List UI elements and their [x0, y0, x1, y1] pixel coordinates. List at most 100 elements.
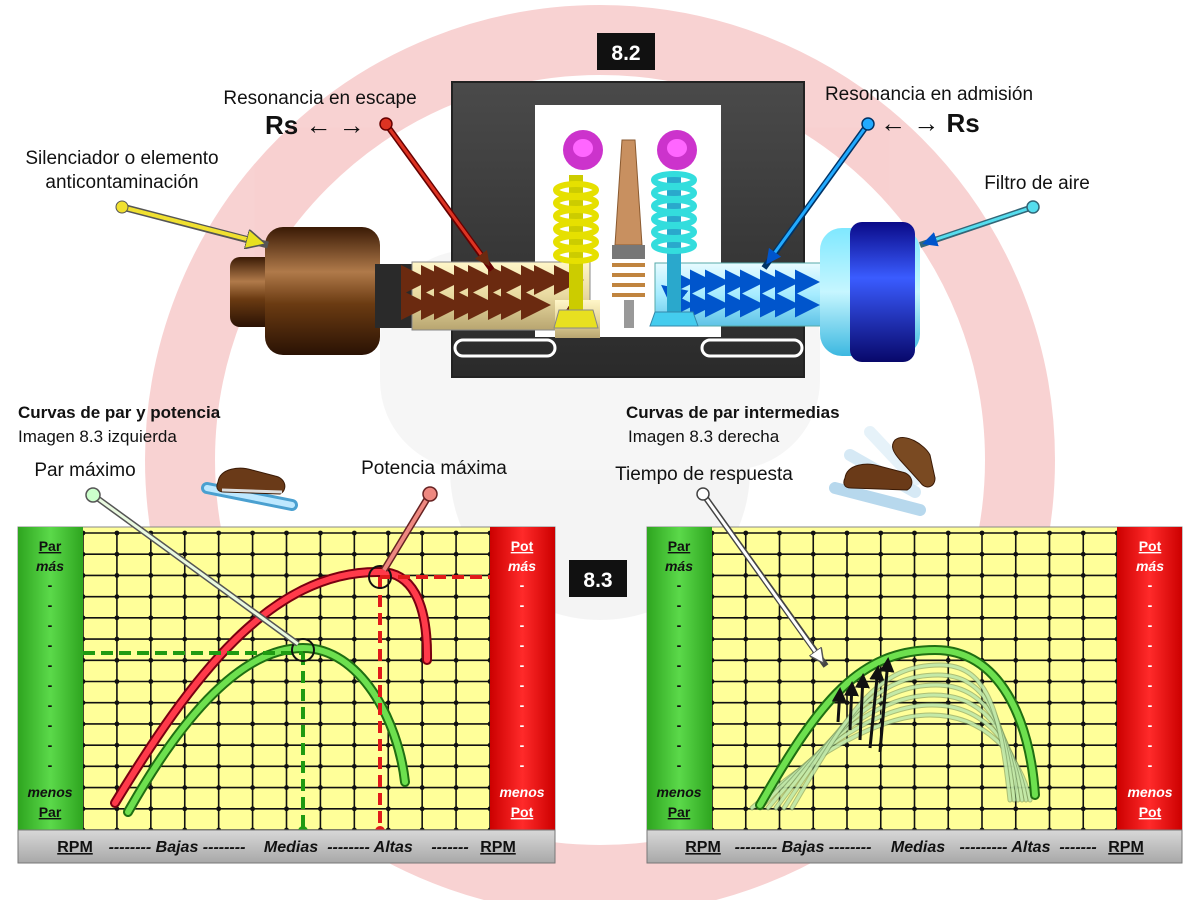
grid-node — [419, 530, 425, 536]
grid-node — [844, 742, 850, 748]
grid-node — [419, 806, 425, 812]
grid-node — [777, 721, 782, 727]
grid-node — [318, 679, 323, 684]
grid-node — [743, 657, 749, 663]
grid-node — [878, 615, 884, 621]
grid-node — [743, 679, 749, 684]
side-dash: - — [1148, 617, 1153, 633]
air-filter-icon — [820, 222, 920, 362]
grid-node — [250, 573, 255, 578]
grid-node — [844, 530, 850, 536]
grid-node — [743, 742, 749, 748]
grid-node — [1080, 636, 1086, 642]
right-chart-right-side-labels: Pot más menos Pot ---------- — [1127, 538, 1172, 820]
grid-node — [114, 615, 120, 621]
grid-node — [743, 721, 749, 727]
response-arrow — [854, 673, 870, 741]
side-dash: - — [520, 717, 525, 733]
grid-node — [453, 615, 459, 621]
svg-text:menos: menos — [27, 784, 72, 800]
grid-node — [743, 763, 749, 769]
grid-node — [318, 551, 323, 557]
svg-text:más: más — [665, 558, 693, 574]
side-dash: - — [48, 697, 53, 713]
svg-text:Par: Par — [668, 538, 691, 554]
side-dash: - — [48, 577, 53, 593]
grid-node — [1013, 551, 1019, 557]
grid-node — [148, 806, 154, 812]
intake-valve-icon — [649, 130, 699, 327]
grid-node — [351, 806, 357, 812]
grid-node — [945, 742, 951, 748]
grid-node — [284, 573, 289, 578]
grid-node — [148, 679, 154, 684]
side-dash: - — [48, 757, 53, 773]
grid-node — [1013, 657, 1019, 663]
grid-node — [114, 700, 120, 706]
grid-node — [148, 657, 154, 663]
grid-node — [419, 742, 425, 748]
grid-node — [777, 615, 782, 621]
grid-node — [878, 594, 884, 600]
left-chart-power-curve-highlight — [112, 568, 431, 806]
grid-node — [114, 573, 120, 578]
left-chart-power-panel — [490, 527, 555, 830]
grid-node — [250, 679, 255, 684]
grid-node — [945, 806, 951, 812]
grid-node — [810, 615, 816, 621]
side-dash: - — [1148, 637, 1153, 653]
side-dash: - — [520, 737, 525, 753]
grid-node — [878, 763, 884, 769]
grid-node — [844, 657, 850, 663]
grid-node — [1013, 636, 1019, 642]
exhaust-rs: Rs ← → — [265, 110, 365, 140]
grid-node — [182, 530, 188, 536]
spark-plug-icon — [612, 139, 645, 328]
grid-node — [1080, 742, 1086, 748]
grid-node — [216, 785, 222, 790]
intermediate-curve — [790, 663, 1012, 810]
grid-node — [385, 530, 391, 536]
grid-node — [284, 551, 289, 557]
grid-node — [453, 785, 459, 790]
grid-node — [945, 594, 951, 600]
grid-node — [114, 742, 120, 748]
grid-node — [810, 573, 816, 578]
grid-node — [250, 700, 255, 706]
grid-node — [945, 573, 951, 578]
grid-node — [250, 763, 255, 769]
grid-node — [912, 551, 917, 557]
grid-node — [1013, 806, 1019, 812]
side-dash: - — [677, 657, 682, 673]
grid-node — [284, 742, 289, 748]
max-torque-label: Par máximo — [34, 460, 135, 481]
grid-node — [743, 700, 749, 706]
grid-node — [114, 530, 120, 536]
grid-node — [1080, 657, 1086, 663]
intake-flow-arrows — [661, 269, 820, 318]
grid-node — [351, 721, 357, 727]
grid-node — [216, 700, 222, 706]
side-dash: - — [520, 697, 525, 713]
grid-node — [945, 657, 951, 663]
grid-node — [284, 615, 289, 621]
right-chart-grid — [709, 530, 1120, 833]
grid-node — [250, 551, 255, 557]
grid-node — [250, 721, 255, 727]
grid-node — [182, 763, 188, 769]
response-arrow — [878, 657, 895, 753]
svg-text:Par: Par — [668, 804, 691, 820]
grid-node — [1080, 785, 1086, 790]
left-chart: Par más menos Par ---------- Pot más men… — [17, 526, 556, 864]
grid-node — [979, 573, 985, 578]
side-dash: - — [677, 677, 682, 693]
grid-node — [250, 806, 255, 812]
grid-node — [1047, 551, 1052, 557]
grid-node — [284, 785, 289, 790]
side-dash: - — [1148, 717, 1153, 733]
grid-node — [844, 573, 850, 578]
badge-82: 8.2 — [597, 33, 655, 70]
grid-node — [743, 530, 749, 536]
svg-text:RPM: RPM — [480, 839, 516, 856]
